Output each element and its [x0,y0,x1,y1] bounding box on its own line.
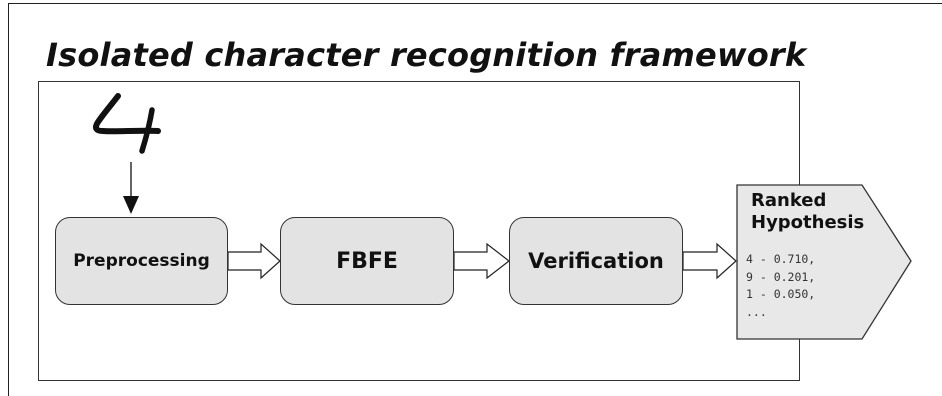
page-top-border [8,3,942,4]
hypothesis-item: 1 - 0.050, [746,287,816,301]
hypothesis-title-line: Hypothesis [751,212,865,233]
flow-arrow-1 [227,242,281,280]
hypothesis-item: 9 - 0.201, [746,269,816,284]
ranked-title-line: Ranked [751,190,827,211]
flow-arrow-2 [453,242,510,280]
page-left-border [8,3,9,396]
stage-label: FBFE [336,248,398,274]
flow-arrow-3 [682,242,737,280]
hypothesis-item: 4 - 0.710, [746,252,816,266]
stage-preprocessing: Preprocessing [55,217,228,305]
stage-label: Verification [528,249,664,273]
ranked-hypothesis-shape [736,184,912,340]
handwritten-digit-image [92,93,161,154]
stage-fbfe: FBFE [280,217,454,305]
diagram-title: Isolated character recognition framework [46,36,807,74]
input-arrow [123,162,139,214]
stage-verification: Verification [509,217,683,305]
hypothesis-item: ... [746,304,767,319]
stage-label: Preprocessing [73,251,210,271]
ranked-hypothesis-title: Ranked Hypothesis [751,190,864,234]
hypothesis-list: 4 - 0.710, 9 - 0.201, 1 - 0.050, ... [746,251,815,321]
